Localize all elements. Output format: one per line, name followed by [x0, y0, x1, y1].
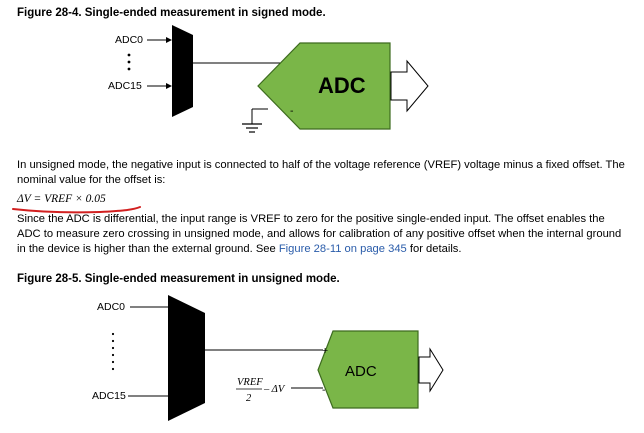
fig1-adc-block — [257, 42, 391, 130]
fig1-ellipsis-dot — [127, 67, 131, 71]
fig2-ellipsis-dot — [111, 360, 115, 364]
figure-28-4-title: Figure 28-4. Single-ended measurement in… — [17, 7, 326, 19]
figure-28-11-link[interactable]: Figure 28-11 on page 345 — [278, 243, 407, 255]
fig1-adc0-arrowhead — [166, 37, 172, 43]
fig2-adc15-label: ADC15 — [92, 390, 126, 402]
fig2-multiplexer — [168, 295, 205, 421]
paragraph-input-range-text: Since the ADC is differential, the input… — [17, 213, 622, 255]
offset-equation: ΔV = VREF × 0.05 — [17, 193, 106, 205]
fig2-adc-block — [317, 330, 419, 409]
fig2-vref-numerator: VREF — [237, 377, 263, 388]
paragraph-input-range-tail: for details. — [406, 243, 462, 255]
fig2-output-arrow — [418, 347, 444, 393]
fig1-minus-sign: - — [290, 105, 294, 117]
figure-28-5-title: Figure 28-5. Single-ended measurement in… — [17, 273, 340, 285]
fig2-ellipsis-dot — [111, 353, 115, 357]
fig1-adc0-label: ADC0 — [115, 34, 143, 46]
fig1-adc-label: ADC — [318, 73, 366, 98]
fig2-minus-sign: - — [322, 384, 326, 396]
fig2-adc0-label: ADC0 — [97, 301, 125, 313]
fig1-ellipsis-dot — [127, 60, 131, 64]
paragraph-input-range: Since the ADC is differential, the input… — [17, 212, 627, 257]
fig1-output-arrow — [390, 59, 429, 113]
fig2-vref-denominator: 2 — [246, 393, 252, 404]
fig2-ellipsis-dot — [111, 332, 115, 336]
fig2-ellipsis-dot — [111, 367, 115, 371]
fig2-ellipsis-dot — [111, 346, 115, 350]
fig2-adc-label: ADC — [345, 363, 377, 380]
fig1-multiplexer — [172, 25, 193, 117]
fig1-adc15-arrowhead — [166, 83, 172, 89]
fig1-adc15-label: ADC15 — [108, 80, 142, 92]
fig2-delta-v-suffix: – ΔV — [263, 384, 286, 395]
fig2-ellipsis-dot — [111, 339, 115, 343]
paragraph-unsigned-mode: In unsigned mode, the negative input is … — [17, 159, 625, 186]
fig1-ellipsis-dot — [127, 53, 131, 57]
fig2-plus-sign: + — [322, 345, 328, 357]
